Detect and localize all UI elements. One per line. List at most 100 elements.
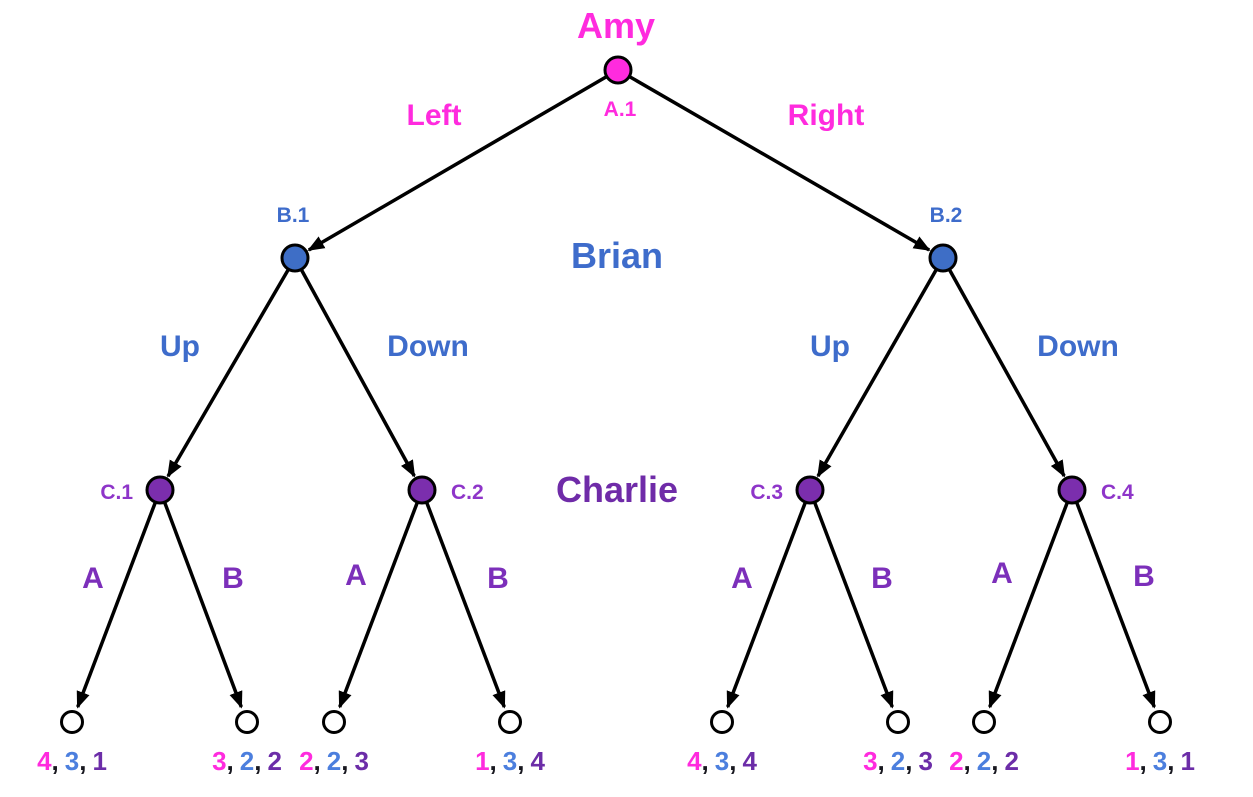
- terminal-node-3: [322, 710, 346, 734]
- node-label-b1: B.1: [277, 204, 310, 227]
- payoff-separator: ,: [79, 746, 86, 776]
- edge-c2-a: [338, 501, 420, 709]
- node-label-c1: C.1: [100, 481, 133, 504]
- terminal-node-1: [60, 710, 84, 734]
- edge-c3-b: [812, 501, 894, 709]
- player-name-brian: Brian: [571, 235, 663, 276]
- node-label-c4: C.4: [1101, 481, 1134, 504]
- payoff-separator: ,: [227, 746, 234, 776]
- node-brian-b2: [928, 243, 958, 273]
- action-label-a-c3: A: [731, 562, 753, 595]
- edge-c1-a: [76, 501, 158, 709]
- edge-c3-a: [726, 501, 808, 709]
- payoff-separator: ,: [490, 746, 497, 776]
- node-charlie-c2: [407, 475, 437, 505]
- payoff-separator: ,: [314, 746, 321, 776]
- payoff-charlie: 4: [530, 746, 545, 776]
- terminal-node-7: [972, 710, 996, 734]
- payoff-separator: ,: [254, 746, 261, 776]
- node-label-b2: B.2: [930, 204, 963, 227]
- payoff-brian: 3: [715, 746, 729, 776]
- payoff-terminal-6: 3,2,3: [863, 746, 933, 776]
- node-charlie-c4: [1057, 475, 1087, 505]
- payoff-brian: 3: [503, 746, 517, 776]
- payoff-amy: 1: [475, 746, 489, 776]
- payoff-terminal-7: 2,2,2: [949, 746, 1019, 776]
- terminal-nodes: [60, 710, 1172, 734]
- action-label-down-left: Down: [387, 330, 469, 363]
- payoff-amy: 3: [863, 746, 877, 776]
- payoff-charlie: 4: [742, 746, 757, 776]
- payoff-amy: 2: [299, 746, 313, 776]
- action-label-a-c2: A: [345, 559, 367, 592]
- payoff-amy: 1: [1125, 746, 1139, 776]
- node-charlie-c3: [795, 475, 825, 505]
- payoff-separator: ,: [702, 746, 709, 776]
- action-label-b-c4: B: [1133, 560, 1155, 593]
- action-label-down-right: Down: [1037, 330, 1119, 363]
- payoff-charlie: 2: [1004, 746, 1018, 776]
- payoff-separator: ,: [991, 746, 998, 776]
- payoff-terminal-1: 4,3,1: [37, 746, 107, 776]
- action-label-up-right: Up: [810, 330, 850, 363]
- edge-b1-up: [166, 268, 291, 478]
- edge-c2-b: [424, 501, 506, 709]
- decision-nodes: [145, 55, 1087, 505]
- action-label-left: Left: [407, 99, 462, 132]
- payoff-charlie: 3: [918, 746, 932, 776]
- action-label-a-c1: A: [82, 562, 104, 595]
- payoff-labels: 4,3,1 3,2,2 2,2,3 1,3,4 4,3,4 3,2,3 2,2,…: [37, 746, 1195, 776]
- terminal-node-6: [886, 710, 910, 734]
- player-name-charlie: Charlie: [556, 469, 678, 510]
- node-label-c2: C.2: [451, 481, 484, 504]
- payoff-brian: 3: [65, 746, 79, 776]
- payoff-terminal-3: 2,2,3: [299, 746, 369, 776]
- action-label-up-left: Up: [160, 330, 200, 363]
- payoff-brian: 2: [977, 746, 991, 776]
- edge-c4-b: [1074, 501, 1156, 709]
- payoff-separator: ,: [1167, 746, 1174, 776]
- terminal-node-4: [498, 710, 522, 734]
- payoff-charlie: 1: [92, 746, 106, 776]
- payoff-separator: ,: [1140, 746, 1147, 776]
- payoff-terminal-5: 4,3,4: [687, 746, 757, 776]
- edge-c1-b: [162, 501, 243, 709]
- payoff-separator: ,: [905, 746, 912, 776]
- action-label-b-c3: B: [871, 562, 893, 595]
- payoff-brian: 2: [891, 746, 905, 776]
- payoff-terminal-8: 1,3,1: [1125, 746, 1195, 776]
- node-brian-b1: [280, 243, 310, 273]
- node-label-c3: C.3: [750, 481, 783, 504]
- node-charlie-c1: [145, 475, 175, 505]
- payoff-terminal-2: 3,2,2: [212, 746, 282, 776]
- action-labels: Left Right Up Down Up Down A B A B A B A…: [82, 99, 1155, 595]
- node-label-a1: A.1: [604, 98, 637, 121]
- edge-b2-up: [816, 268, 939, 478]
- payoff-amy: 2: [949, 746, 963, 776]
- player-name-amy: Amy: [577, 5, 655, 46]
- terminal-node-2: [235, 710, 259, 734]
- edge-b2-down: [947, 268, 1066, 478]
- action-label-a-c4: A: [991, 557, 1013, 590]
- payoff-separator: ,: [729, 746, 736, 776]
- payoff-separator: ,: [517, 746, 524, 776]
- edge-amy-left: [307, 74, 608, 252]
- player-names: Amy Brian Charlie: [556, 5, 678, 510]
- payoff-separator: ,: [52, 746, 59, 776]
- payoff-amy: 3: [212, 746, 226, 776]
- payoff-separator: ,: [341, 746, 348, 776]
- payoff-brian: 2: [327, 746, 341, 776]
- edge-amy-right: [628, 74, 931, 252]
- node-id-labels: A.1 B.1 B.2 C.1 C.2 C.3 C.4: [100, 98, 1134, 504]
- payoff-brian: 2: [240, 746, 254, 776]
- payoff-brian: 3: [1153, 746, 1167, 776]
- terminal-node-8: [1148, 710, 1172, 734]
- payoff-amy: 4: [37, 746, 52, 776]
- node-amy-a1: [603, 55, 633, 85]
- edges: [76, 74, 1156, 709]
- payoff-charlie: 2: [267, 746, 281, 776]
- payoff-amy: 4: [687, 746, 702, 776]
- action-label-b-c2: B: [487, 562, 509, 595]
- payoff-charlie: 3: [354, 746, 368, 776]
